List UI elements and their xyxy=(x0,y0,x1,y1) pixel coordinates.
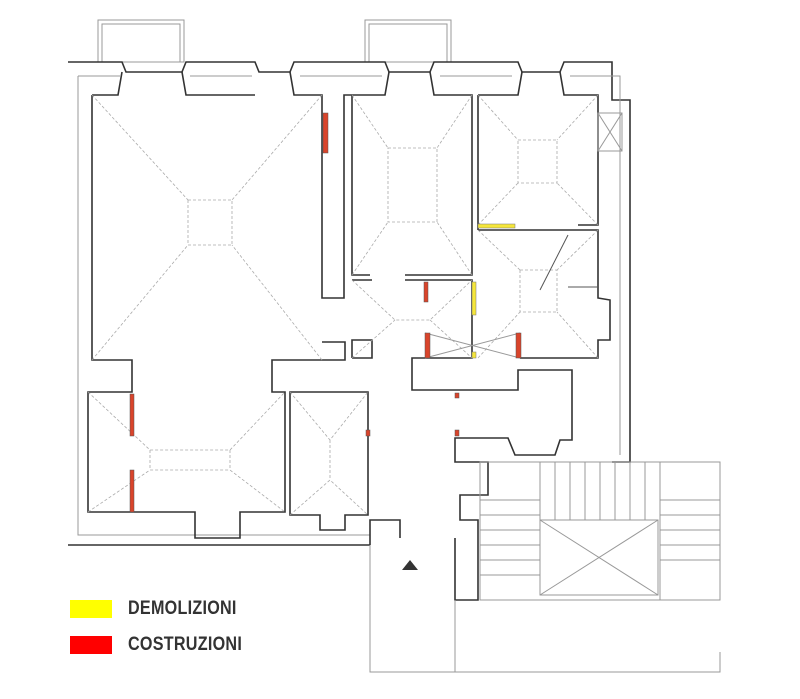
ceiling-hips xyxy=(87,94,599,516)
entrance-arrow-icon xyxy=(402,560,418,570)
shaft xyxy=(597,112,623,152)
balconies xyxy=(97,19,452,63)
door-swings xyxy=(539,234,598,291)
elevator-shaft xyxy=(539,519,659,596)
legend-construction: COSTRUZIONI xyxy=(70,634,262,656)
legend-label: DEMOLIZIONI xyxy=(128,598,237,619)
construction-marks xyxy=(129,112,522,513)
demolition-marks xyxy=(471,223,516,359)
staircase xyxy=(369,112,721,673)
exterior-walls xyxy=(68,61,631,546)
demolition-swatch xyxy=(70,600,112,618)
legend-demolition: DEMOLIZIONI xyxy=(70,598,256,620)
legend-label: COSTRUZIONI xyxy=(128,634,243,655)
construction-swatch xyxy=(70,636,112,654)
room-walls xyxy=(87,71,611,601)
